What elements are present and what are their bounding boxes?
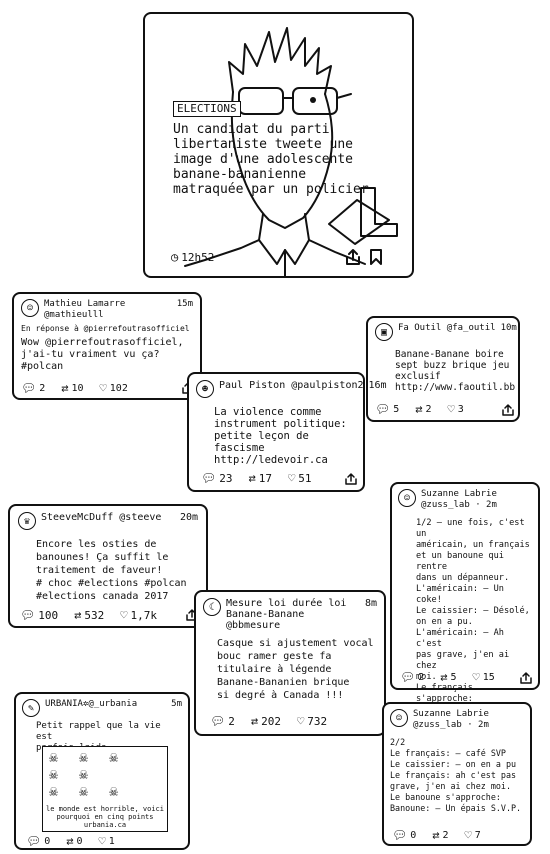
avatar: ☺ (398, 489, 416, 507)
article-caption: le monde est horrible, voici pourquoi en… (45, 805, 165, 829)
user-name: Fa Outil (398, 323, 442, 333)
retweet-icon[interactable]: ⇄ (432, 828, 440, 842)
retweet-icon[interactable]: ⇄ (66, 834, 74, 848)
avatar: ♛ (18, 512, 36, 530)
heart-icon[interactable]: ♡ (98, 834, 106, 848)
timestamp: ◷ 12h52 (171, 250, 215, 264)
user-name: Mesure loi durée loi (226, 598, 347, 609)
tweet-time: 10m (500, 323, 517, 333)
tweet-time: 16m (368, 380, 387, 391)
tweet-text: Banane-Banane boire sept buzz brique jeu… (395, 349, 516, 393)
retweet-icon[interactable]: ⇄ (250, 714, 259, 728)
verified-icon: ✲ (82, 699, 89, 709)
user-name-2: Banane-Banane (226, 609, 305, 620)
retweet-icon[interactable]: ⇄ (74, 608, 82, 622)
heart-icon[interactable]: ♡ (99, 381, 107, 395)
tweet-card[interactable]: ✎ URBANIA✲@_urbania 5m Petit rappel que … (14, 692, 190, 850)
reply-icon[interactable]: 💬︎ (26, 834, 42, 848)
reply-icon[interactable]: 💬︎ (210, 714, 226, 728)
reply-icon[interactable]: 💬︎ (201, 471, 217, 485)
tweet-card[interactable]: ☾ Mesure loi durée loi Banane-Banane @bb… (194, 590, 386, 736)
share-icon[interactable] (345, 248, 361, 270)
avatar: ✎ (22, 699, 40, 717)
user-name: Suzanne Labrie (413, 709, 489, 719)
tweet-time: 5m (171, 699, 182, 709)
skull-pattern: ☠ ☠ ☠ ☠ ☠☠ ☠ ☠ (49, 748, 125, 800)
user-name: Suzanne Labrie (421, 489, 497, 499)
heart-icon[interactable]: ♡ (287, 471, 296, 485)
retweet-icon[interactable]: ⇄ (248, 471, 256, 485)
retweet-icon[interactable]: ⇄ (415, 402, 423, 416)
reply-icon[interactable]: 💬︎ (400, 670, 416, 684)
headline: Un candidat du parti libertaniste tweete… (173, 122, 369, 197)
retweet-icon[interactable]: ⇄ (61, 381, 69, 395)
avatar: ☾ (203, 598, 221, 616)
tweet-time: 2m (478, 720, 489, 730)
reply-to: En réponse à @pierrefoutrasofficiel (21, 324, 190, 333)
share-icon[interactable] (520, 670, 532, 689)
share-icon[interactable] (345, 471, 357, 490)
tweet-text: 1/2 – une fois, c'est un américain, un f… (416, 518, 530, 715)
tweet-text: Encore les osties de banounes! Ça suffit… (36, 539, 187, 602)
user-handle: @zuss_lab (413, 720, 462, 730)
tweet-text: Casque si ajustement vocal bouc ramer ge… (217, 638, 374, 701)
heart-icon[interactable]: ♡ (472, 670, 480, 684)
reply-icon[interactable]: 💬︎ (392, 828, 408, 842)
user-handle: @steeve (119, 512, 162, 523)
reply-icon[interactable]: 💬︎ (20, 608, 36, 622)
heart-icon[interactable]: ♡ (447, 402, 455, 416)
heart-icon[interactable]: ♡ (120, 608, 128, 622)
user-handle: @fa_outil (446, 323, 496, 333)
user-name: Mathieu Lamarre (44, 299, 126, 309)
tweet-text: 2/2 Le français: – café SVP Le caissier:… (390, 737, 522, 813)
tweet-card[interactable]: ♛ SteeveMcDuff @steeve 20m Encore les os… (8, 504, 208, 628)
tweet-card[interactable]: ☺ Suzanne Labrie @zuss_lab · 2m 1/2 – un… (390, 482, 540, 715)
tweet-card[interactable]: ☻ Paul Piston @paulpiston2 16m La violen… (187, 372, 387, 492)
avatar: ☺ (390, 709, 408, 727)
tweet-time: 2m (486, 500, 497, 510)
tweet-card[interactable]: ☺ Mathieu Lamarre @mathieulll 15m En rép… (12, 292, 202, 400)
tweet-text: La violence comme instrument politique: … (214, 406, 347, 466)
user-handle: @_urbania (88, 699, 138, 709)
retweet-icon[interactable]: ⇄ (440, 670, 448, 684)
user-name: SteeveMcDuff (41, 512, 114, 523)
user-handle: @paulpiston2 (291, 380, 364, 391)
tweet-card[interactable]: ☺ Suzanne Labrie @zuss_lab · 2m 2/2 Le f… (382, 702, 532, 846)
tweet-time: 20m (179, 512, 198, 523)
clock-icon: ◷ (171, 250, 179, 264)
heart-icon[interactable]: ♡ (296, 714, 305, 728)
candidate-illustration (184, 27, 398, 276)
user-name: Paul Piston (219, 380, 286, 391)
avatar: ▣ (375, 323, 393, 341)
tweet-card[interactable]: ▣ Fa Outil @fa_outil 10m Banane-Banane b… (366, 316, 520, 422)
tweet-time: 8m (364, 598, 377, 609)
user-name: URBANIA (45, 699, 83, 709)
tweet-time: 15m (176, 299, 193, 309)
heart-icon[interactable]: ♡ (464, 828, 472, 842)
news-card[interactable]: ELECTIONS Un candidat du parti libertani… (143, 12, 414, 278)
avatar: ☻ (196, 380, 214, 398)
elections-tag[interactable]: ELECTIONS (173, 101, 241, 117)
user-handle: @bbmesure (226, 620, 281, 631)
avatar: ☺ (21, 299, 39, 317)
article-image[interactable]: ☠ ☠ ☠ ☠ ☠☠ ☠ ☠ le monde est horrible, vo… (42, 746, 168, 832)
user-handle: @mathieulll (44, 310, 104, 320)
user-handle: @zuss_lab (421, 500, 470, 510)
bookmark-icon[interactable] (369, 248, 383, 270)
share-icon[interactable] (502, 402, 514, 421)
reply-icon[interactable]: 💬︎ (375, 402, 391, 416)
reply-icon[interactable]: 💬︎ (21, 381, 37, 395)
tweet-text: Wow @pierrefoutrasofficiel, j'ai-tu vrai… (21, 337, 184, 372)
